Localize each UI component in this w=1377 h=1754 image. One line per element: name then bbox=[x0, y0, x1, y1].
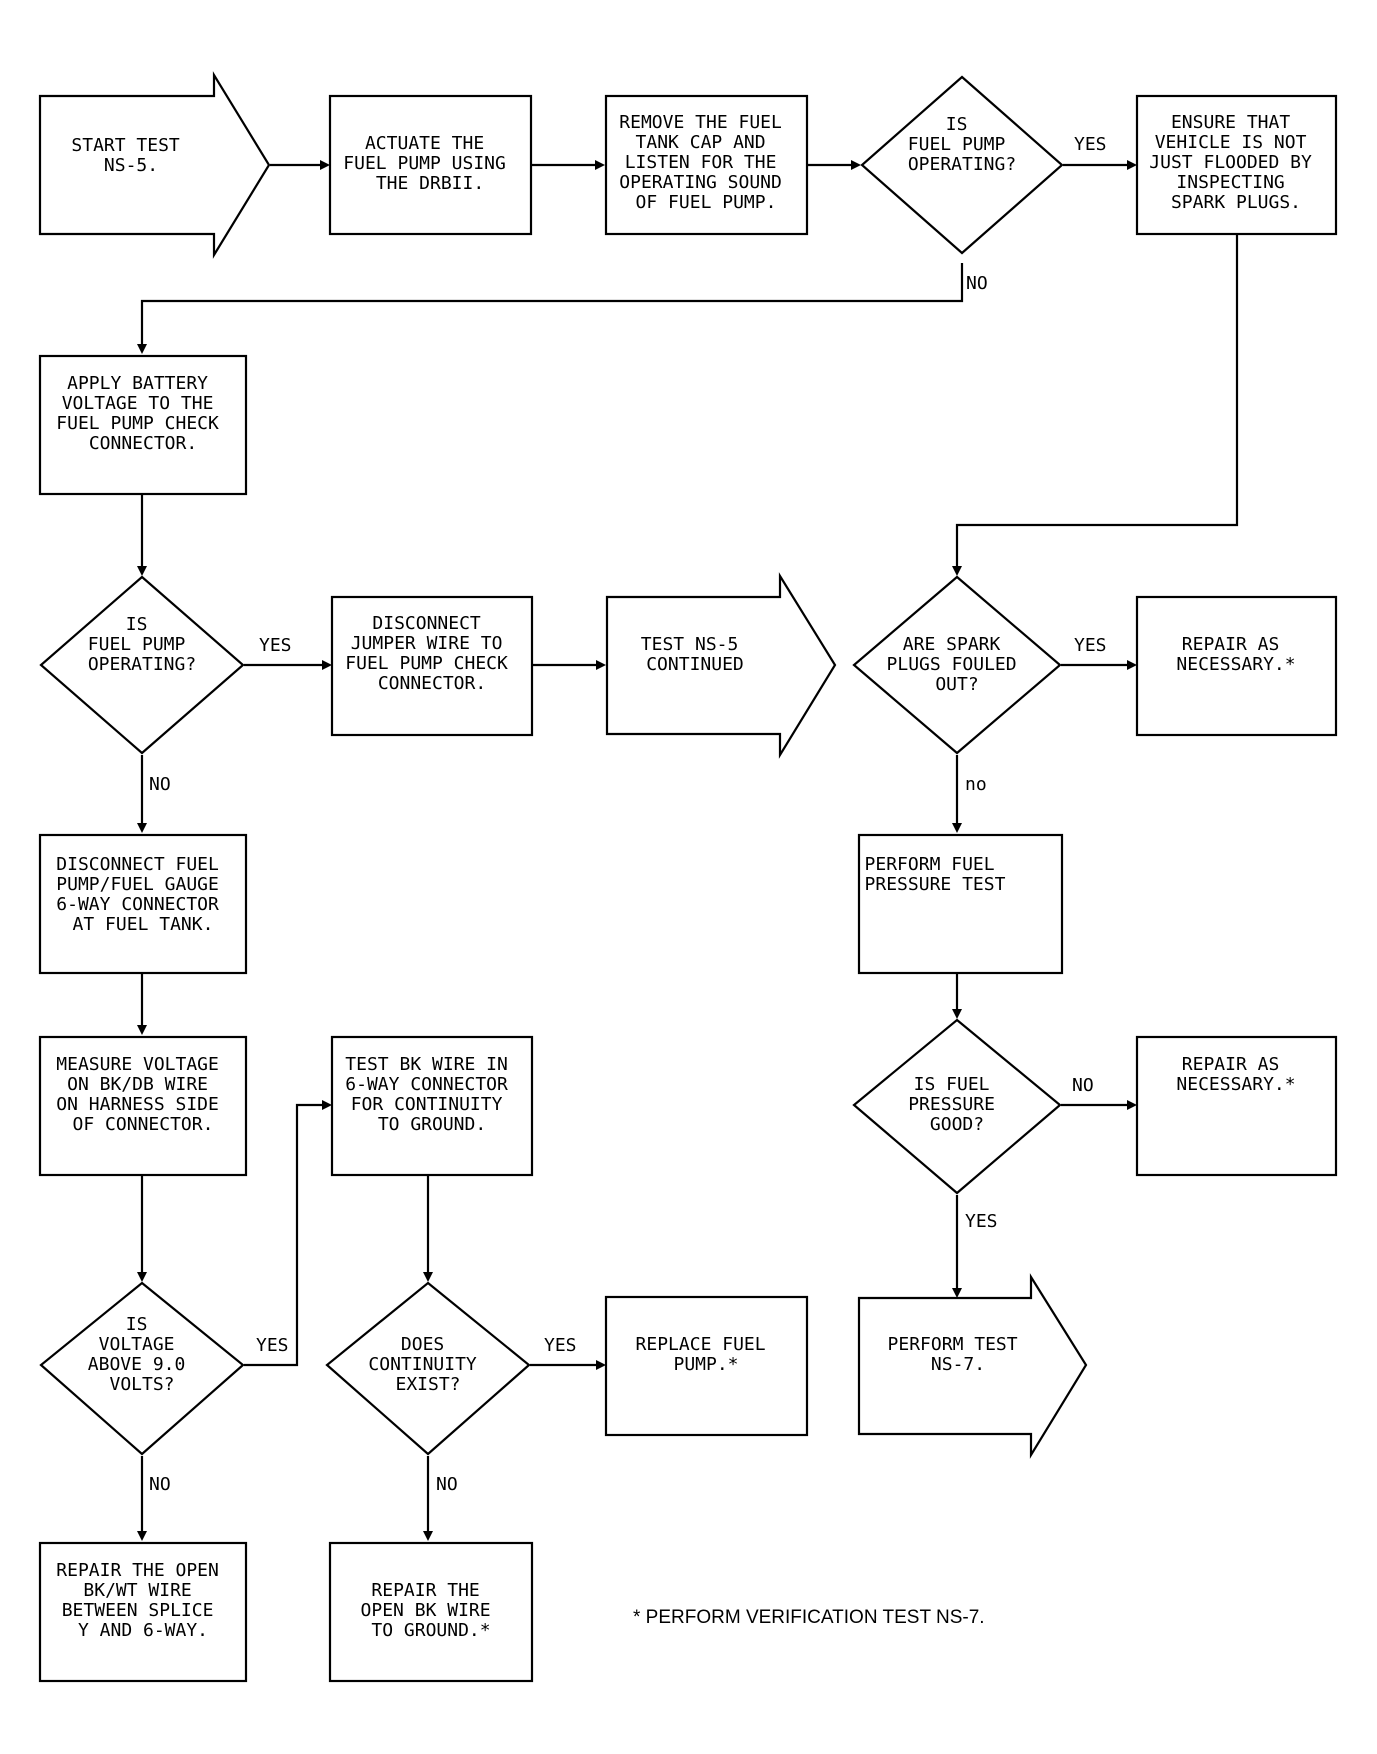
arrowhead bbox=[137, 1531, 147, 1541]
fuel-pressure-test-box bbox=[857, 833, 1064, 975]
remove-cap-text: REMOVE THE FUEL TANK CAP AND LISTEN FOR … bbox=[619, 112, 792, 213]
repair-bk-wt-wire-box bbox=[38, 1541, 248, 1683]
connector-voltage-yes bbox=[244, 1103, 324, 1367]
arrowhead bbox=[596, 660, 606, 670]
perform-ns7-text: PERFORM TEST NS-7. bbox=[888, 1334, 1029, 1375]
apply-battery-text: APPLY BATTERY VOLTAGE TO THE FUEL PUMP C… bbox=[56, 373, 229, 454]
arrowhead bbox=[137, 344, 147, 354]
continuity-no-label: NO bbox=[436, 1474, 458, 1495]
arrowhead bbox=[423, 1531, 433, 1541]
test-bk-wire-box bbox=[330, 1035, 534, 1177]
voltage-above-text: IS VOLTAGE ABOVE 9.0 VOLTS? bbox=[88, 1314, 196, 1395]
apply-battery-voltage-box bbox=[38, 354, 248, 496]
repair-as-necessary-box-2 bbox=[1135, 1035, 1338, 1177]
pump-operating-decision-1 bbox=[860, 75, 1064, 255]
arrowhead bbox=[137, 1025, 147, 1035]
measure-voltage-box bbox=[38, 1035, 248, 1177]
arrowhead bbox=[952, 823, 962, 833]
voltage-yes-label: YES bbox=[256, 1335, 289, 1356]
arrowhead bbox=[137, 1272, 147, 1282]
ensure-not-flooded-box bbox=[1135, 94, 1338, 236]
continuity-yes-label: YES bbox=[544, 1335, 577, 1356]
actuate-text: ACTUATE THE FUEL PUMP USING THE DRBII. bbox=[343, 133, 516, 194]
disconnect-jumper-text: DISCONNECT JUMPER WIRE TO FUEL PUMP CHEC… bbox=[345, 613, 518, 694]
spark-plugs-decision bbox=[852, 575, 1062, 755]
repair-bk-wire-ground-box bbox=[328, 1541, 534, 1683]
actuate-pump-box bbox=[328, 94, 533, 236]
pump-operating-decision-2 bbox=[39, 575, 245, 755]
arrowhead bbox=[1127, 660, 1137, 670]
pump-operating-2-text: IS FUEL PUMP OPERATING? bbox=[88, 614, 196, 675]
arrowhead bbox=[322, 1100, 332, 1110]
pump2-yes-label: YES bbox=[259, 635, 292, 656]
arrowhead bbox=[952, 1009, 962, 1019]
continued-text: TEST NS-5 CONTINUED bbox=[641, 634, 749, 675]
arrowhead bbox=[1127, 1100, 1137, 1110]
pressure-no-label: NO bbox=[1072, 1075, 1094, 1096]
pump1-no-label: NO bbox=[966, 273, 988, 294]
continuity-exist-text: DOES CONTINUITY EXIST? bbox=[368, 1334, 487, 1395]
continuity-decision bbox=[325, 1281, 531, 1456]
arrowhead bbox=[596, 1360, 606, 1370]
repair-1-text: REPAIR AS NECESSARY.* bbox=[1176, 634, 1295, 675]
arrowhead bbox=[320, 160, 330, 170]
shapes bbox=[38, 71, 1338, 1683]
spark-no-label: no bbox=[965, 774, 987, 795]
continued-arrow-shape bbox=[605, 572, 837, 759]
replace-pump-text: REPLACE FUEL PUMP.* bbox=[636, 1334, 777, 1375]
pump1-yes-label: YES bbox=[1074, 134, 1107, 155]
replace-fuel-pump-box bbox=[604, 1295, 809, 1437]
start-text: START TEST NS-5. bbox=[71, 135, 190, 176]
pressure-yes-label: YES bbox=[965, 1211, 998, 1232]
disconnect-jumper-box bbox=[330, 595, 534, 737]
connector-ensure-to-spark-check bbox=[955, 234, 1239, 568]
repair-as-necessary-box-1 bbox=[1135, 595, 1338, 737]
arrowhead bbox=[1127, 160, 1137, 170]
pump-operating-1-text: IS FUEL PUMP OPERATING? bbox=[908, 114, 1016, 175]
voltage-above-decision bbox=[39, 1281, 245, 1456]
spark-plugs-fouled-text: ARE SPARK PLUGS FOULED OUT? bbox=[887, 634, 1028, 695]
arrowhead bbox=[137, 823, 147, 833]
repair-bkwt-text: REPAIR THE OPEN BK/WT WIRE BETWEEN SPLIC… bbox=[56, 1560, 229, 1641]
arrowhead bbox=[322, 660, 332, 670]
remove-tank-cap-box bbox=[604, 94, 809, 236]
branch-labels: YES NO YES NO YES no NO YES YES NO YES N… bbox=[149, 134, 1107, 1495]
disconnect-gauge-connector-box bbox=[38, 833, 248, 975]
voltage-no-label: NO bbox=[149, 1474, 171, 1495]
start-arrow-shape bbox=[38, 71, 271, 259]
repair-bk-ground-text: REPAIR THE OPEN BK WIRE TO GROUND.* bbox=[361, 1580, 502, 1641]
measure-voltage-text: MEASURE VOLTAGE ON BK/DB WIRE ON HARNESS… bbox=[56, 1054, 229, 1135]
arrowhead bbox=[423, 1272, 433, 1282]
perform-ns7-arrow-shape bbox=[857, 1273, 1088, 1459]
ensure-not-flooded-text: ENSURE THAT VEHICLE IS NOT JUST FLOODED … bbox=[1149, 112, 1322, 213]
arrowhead bbox=[595, 160, 605, 170]
test-bk-wire-text: TEST BK WIRE IN 6-WAY CONNECTOR FOR CONT… bbox=[345, 1054, 518, 1135]
repair-2-text: REPAIR AS NECESSARY.* bbox=[1176, 1054, 1295, 1095]
arrowhead bbox=[952, 1288, 962, 1298]
node-labels: START TEST NS-5. ACTUATE THE FUEL PUMP U… bbox=[56, 112, 1322, 1641]
spark-yes-label: YES bbox=[1074, 635, 1107, 656]
arrowhead bbox=[851, 160, 861, 170]
arrowhead bbox=[137, 566, 147, 576]
disconnect-gauge-text: DISCONNECT FUEL PUMP/FUEL GAUGE 6-WAY CO… bbox=[56, 854, 229, 935]
connector-pump1-no bbox=[140, 263, 964, 346]
pump2-no-label: NO bbox=[149, 774, 171, 795]
fuel-pressure-good-decision bbox=[852, 1018, 1062, 1195]
verification-footnote: * PERFORM VERIFICATION TEST NS-7. bbox=[633, 1607, 985, 1628]
fuel-pressure-good-text: IS FUEL PRESSURE GOOD? bbox=[908, 1074, 1006, 1135]
arrowhead bbox=[952, 566, 962, 576]
connectors bbox=[137, 160, 1239, 1541]
fuel-pressure-test-text: PERFORM FUEL PRESSURE TEST bbox=[865, 854, 1006, 895]
